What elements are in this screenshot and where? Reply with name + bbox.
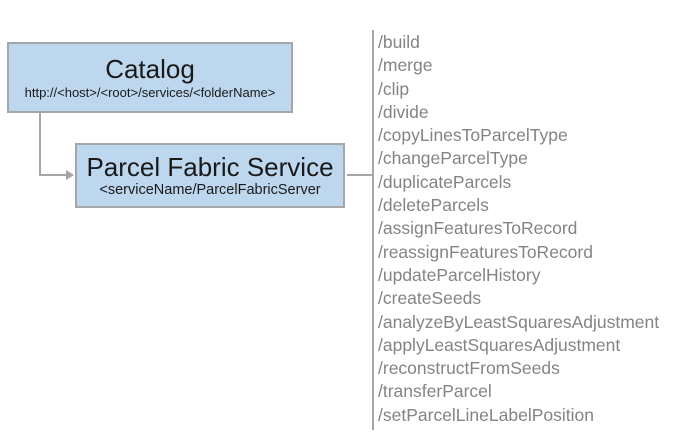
operation-item: /duplicateParcels [378,171,512,192]
operation-item: /analyzeByLeastSquaresAdjustment [378,311,660,332]
operations-list: /build /merge /clip /divide /copyLinesTo… [378,31,659,427]
operation-item: /assignFeaturesToRecord [378,218,578,239]
arrow-right-icon [66,170,74,180]
service-title: Parcel Fabric Service [86,152,334,182]
operation-item: /copyLinesToParcelType [378,125,568,146]
connector-catalog-horizontal [39,174,68,176]
connector-catalog-vertical [39,113,41,176]
operations-bracket-line [372,30,374,430]
operation-item: /divide [378,101,429,122]
operation-item: /setParcelLineLabelPosition [378,404,594,425]
operation-item: /createSeeds [378,288,482,309]
connector-service-horizontal [347,174,373,176]
operation-item: /reassignFeaturesToRecord [378,241,593,262]
service-url: <serviceName/ParcelFabricServer [99,182,321,198]
operation-item: /updateParcelHistory [378,264,541,285]
operation-item: /deleteParcels [378,195,489,216]
catalog-url: http://<host>/<root>/services/<folderNam… [24,85,276,100]
operation-item: /clip [378,78,410,99]
operation-item: /reconstructFromSeeds [378,358,560,379]
parcel-fabric-service-node: Parcel Fabric Service <serviceName/Parce… [75,143,345,208]
operation-item: /merge [378,55,433,76]
catalog-title: Catalog [105,54,195,84]
operation-item: /applyLeastSquaresAdjustment [378,334,621,355]
operation-item: /changeParcelType [378,148,528,169]
operation-item: /build [378,32,420,52]
catalog-node: Catalog http://<host>/<root>/services/<f… [7,42,293,113]
operation-item: /transferParcel [378,381,492,402]
